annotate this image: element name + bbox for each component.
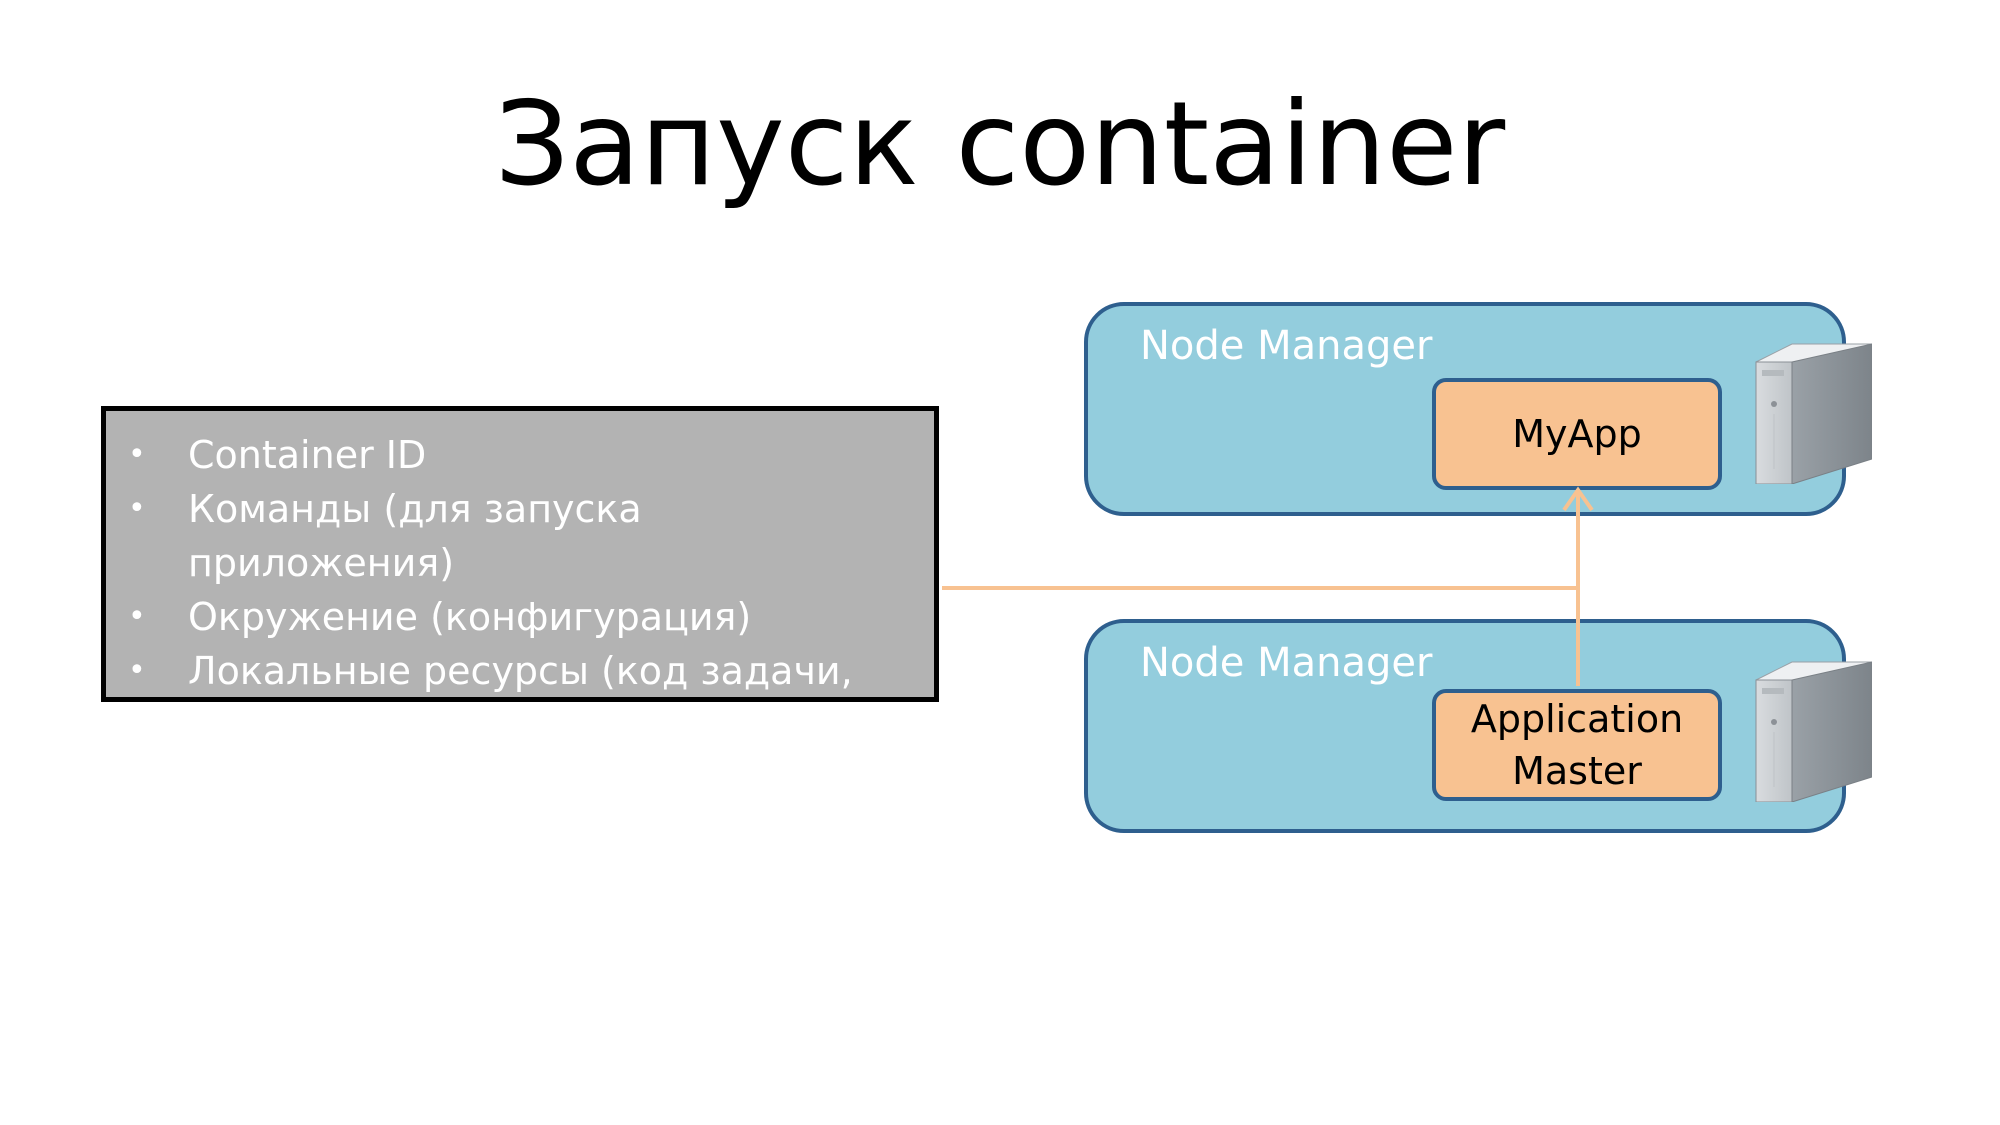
info-list-item: • Окружение (конфигурация) (106, 590, 934, 644)
bullet-icon: • (128, 491, 146, 526)
slide-title: Запуск container (494, 77, 1506, 212)
application-master-label-line1: Application (1470, 697, 1684, 741)
myapp-container: MyApp (1432, 378, 1722, 490)
info-item-text: Container ID (188, 433, 427, 477)
node-manager-label: Node Manager (1140, 323, 1433, 369)
application-master-container: Application Master (1432, 689, 1722, 801)
info-item-text: Локальные ресурсы (код задачи, HDFS файл… (188, 649, 853, 747)
application-master-label-line2: Master (1512, 749, 1642, 793)
info-item-text: Команды (для запуска приложения) (188, 487, 642, 585)
bullet-icon: • (128, 437, 146, 472)
server-icon (1755, 343, 1872, 484)
container-info-box: • Container ID • Команды (для запуска пр… (101, 406, 939, 747)
info-list-item: • Локальные ресурсы (код задачи, HDFS фа… (106, 644, 934, 752)
info-item-text: Окружение (конфигурация) (188, 595, 752, 639)
bullet-icon: • (128, 599, 146, 634)
info-list-item: • Container ID (106, 428, 934, 482)
node-manager-top: Node Manager MyApp (1084, 302, 1846, 516)
bullet-icon: • (128, 653, 146, 688)
container-info-list: • Container ID • Команды (для запуска пр… (106, 428, 934, 752)
info-list-item: • Команды (для запуска приложения) (106, 482, 934, 590)
server-icon (1755, 661, 1872, 802)
node-manager-bottom: Node Manager Application Master (1084, 619, 1846, 833)
node-manager-label: Node Manager (1140, 640, 1433, 686)
